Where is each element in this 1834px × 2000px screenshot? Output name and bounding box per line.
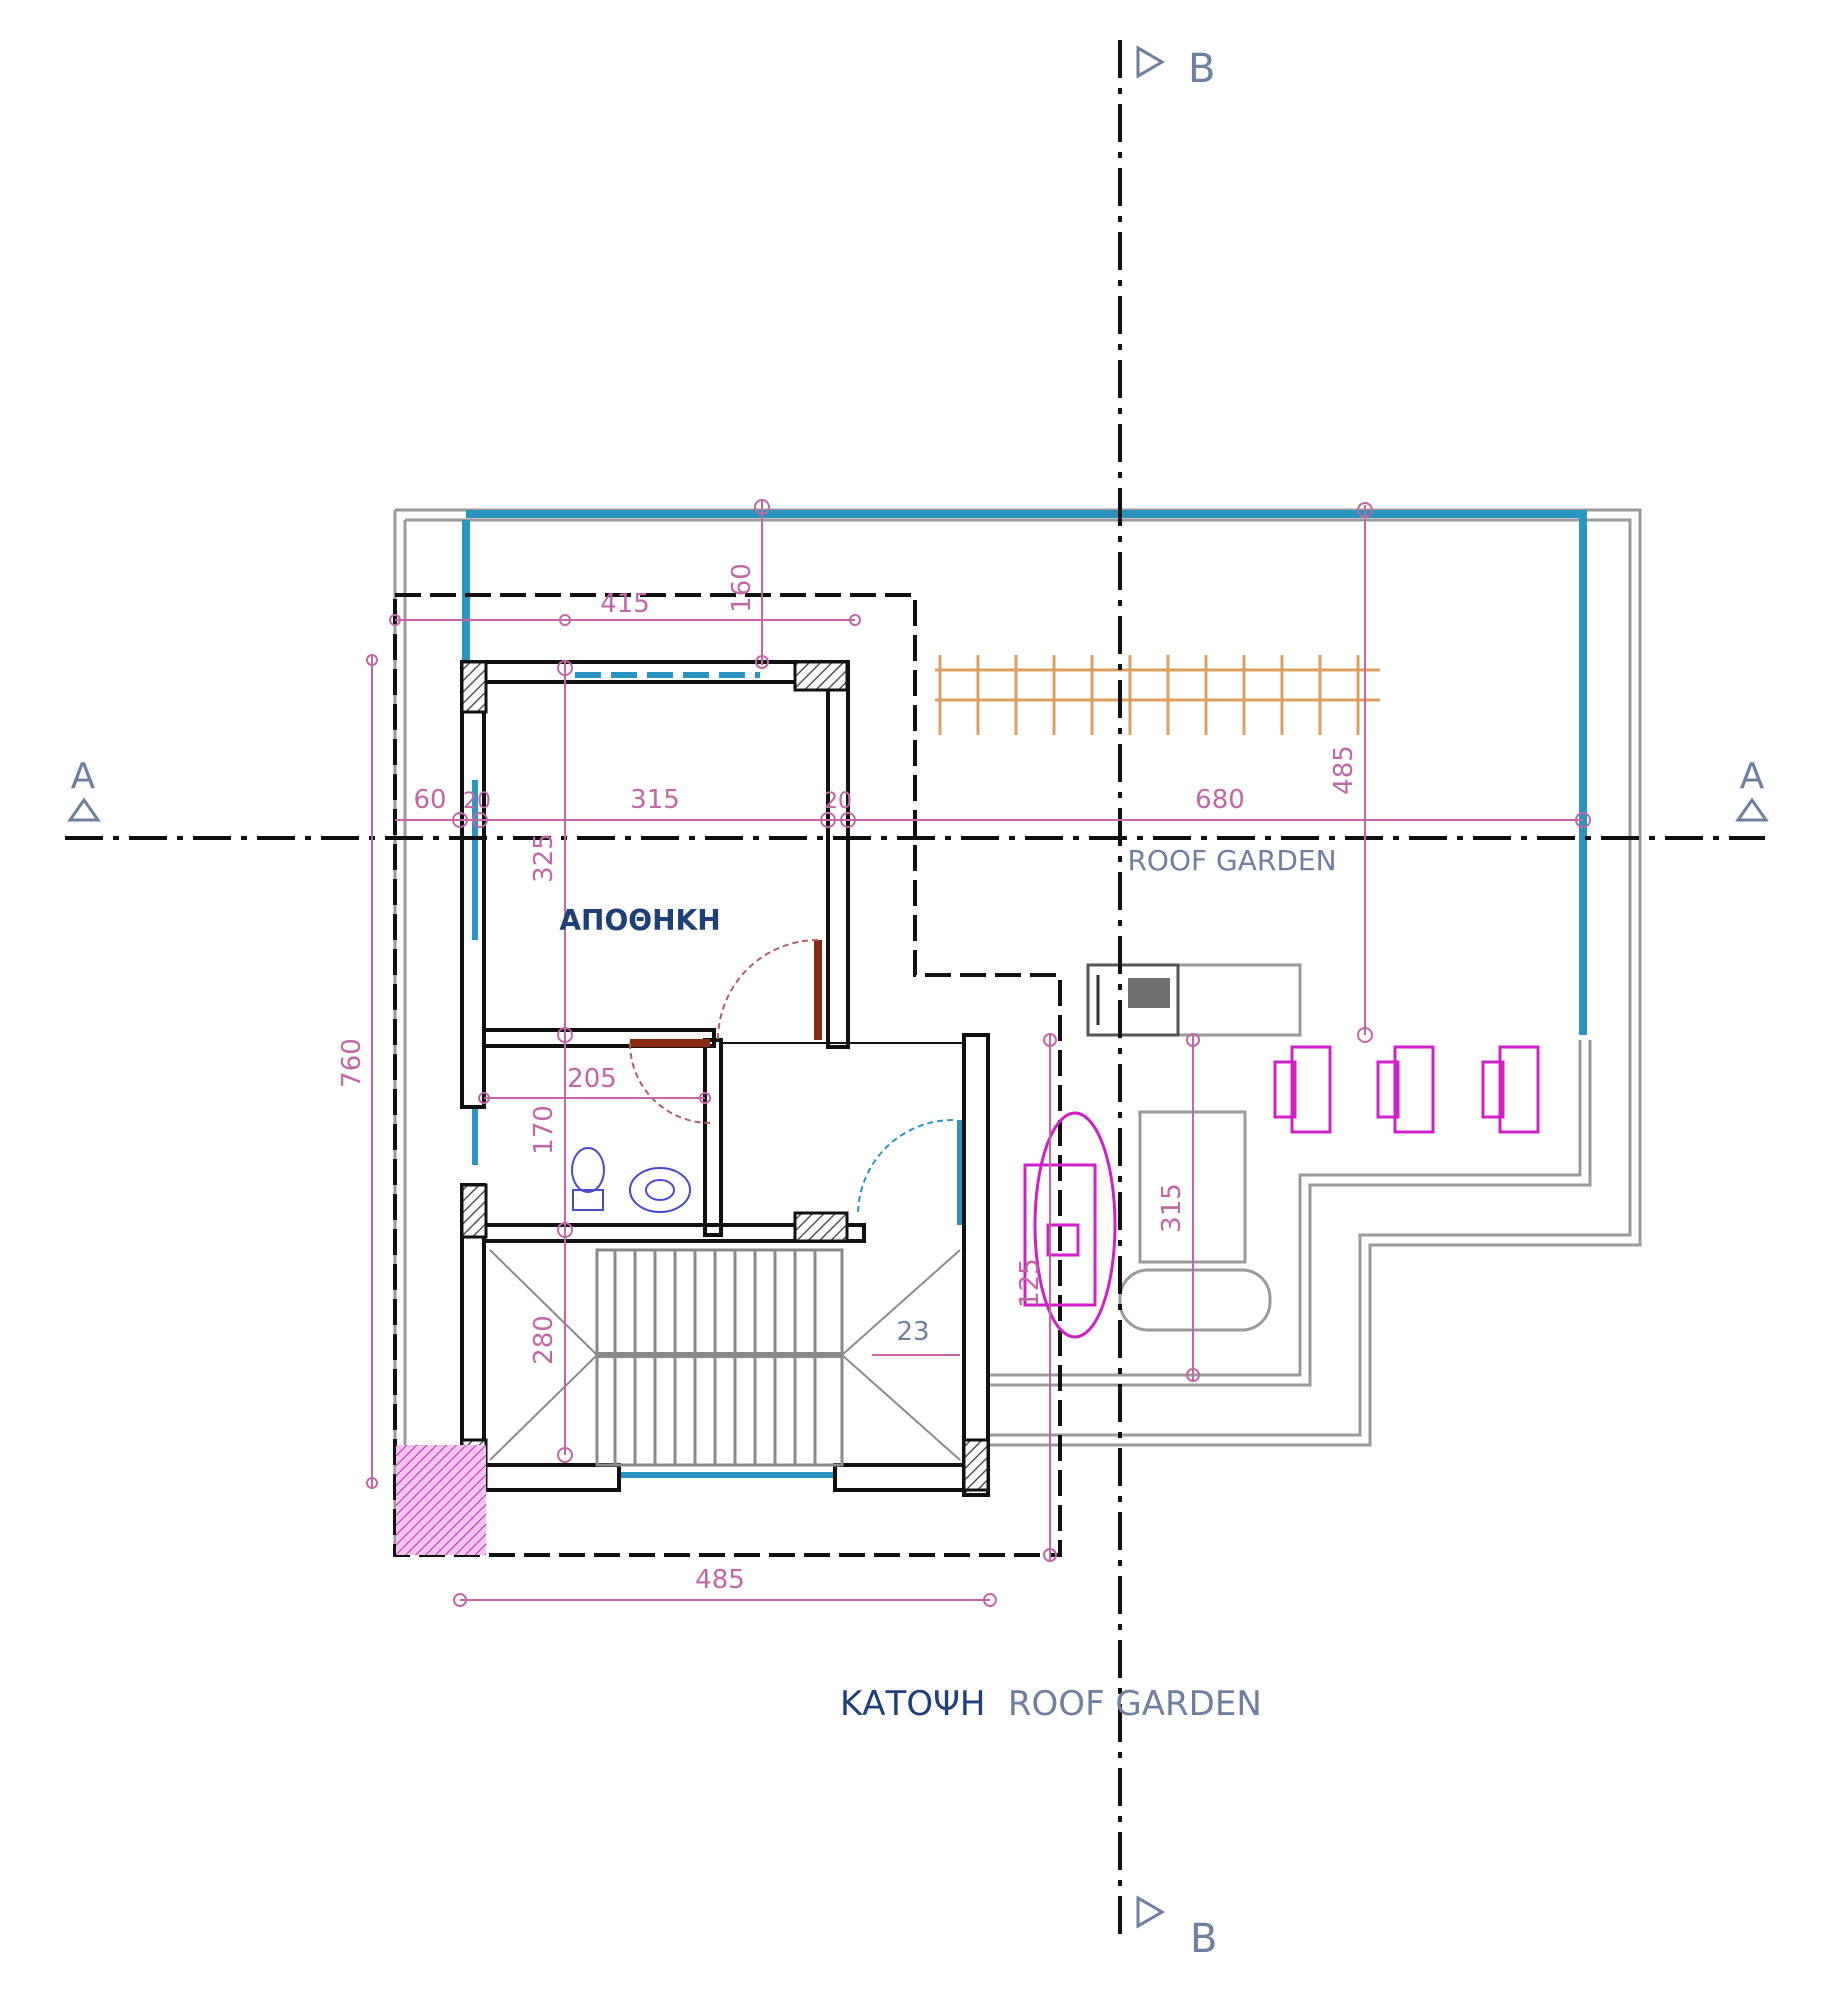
- staircase: [489, 1248, 961, 1467]
- doors: [629, 939, 954, 1216]
- dim-wc-depth: 170: [529, 1105, 559, 1155]
- plan-title: ΚΑΤΟΨΗ ROOF GARDEN: [840, 1684, 1262, 1724]
- dim-row-a-4: 20: [824, 789, 852, 814]
- dim-garden-depth: 485: [1329, 745, 1359, 795]
- section-a-right-label: A: [1740, 756, 1765, 797]
- dim-row-a-5: 680: [1195, 785, 1245, 815]
- dim-wc-width: 205: [567, 1064, 617, 1094]
- room-label-roof-garden: ROOF GARDEN: [1127, 844, 1336, 877]
- dim-landing-depth: 125: [1015, 1258, 1045, 1308]
- section-line-b: [1118, 40, 1165, 1935]
- dim-stair-depth: 280: [529, 1315, 559, 1365]
- windows: [472, 672, 963, 1478]
- plant-box: [396, 1445, 486, 1555]
- dim-bottom-width: 485: [695, 1565, 745, 1595]
- pergola: [935, 655, 1380, 735]
- dim-storage-depth: 325: [529, 833, 559, 883]
- upper-slab-outline: [393, 593, 1062, 1557]
- dimension-lines: [366, 499, 1591, 1607]
- section-a-left-label: A: [71, 756, 96, 797]
- lounge-furniture: [1118, 1110, 1272, 1332]
- wc-fixtures: [571, 1147, 691, 1213]
- plan-title-prefix: ΚΑΤΟΨΗ: [840, 1684, 985, 1724]
- section-b-top-label: B: [1188, 46, 1215, 92]
- sun-loungers: [1273, 1045, 1540, 1134]
- dim-overall-depth: 760: [337, 1038, 367, 1088]
- section-b-bottom-label: B: [1190, 1916, 1217, 1962]
- dim-row-a-1: 60: [413, 785, 446, 815]
- section-line-a: [65, 797, 1769, 840]
- dim-top-width: 415: [600, 589, 650, 619]
- dim-top-depth: 160: [727, 563, 757, 613]
- dim-row-a-3: 315: [630, 785, 680, 815]
- plan-title-suffix: ROOF GARDEN: [1008, 1684, 1262, 1724]
- outdoor-table: [1023, 1111, 1117, 1339]
- walls: [460, 660, 990, 1497]
- dim-stair-label: 23: [896, 1317, 929, 1347]
- glass-railing: [462, 510, 1587, 1035]
- dim-bbq-depth: 315: [1157, 1183, 1187, 1233]
- room-label-storage: ΑΠΟΘΗΚΗ: [559, 904, 720, 937]
- dim-row-a-2: 20: [463, 789, 491, 814]
